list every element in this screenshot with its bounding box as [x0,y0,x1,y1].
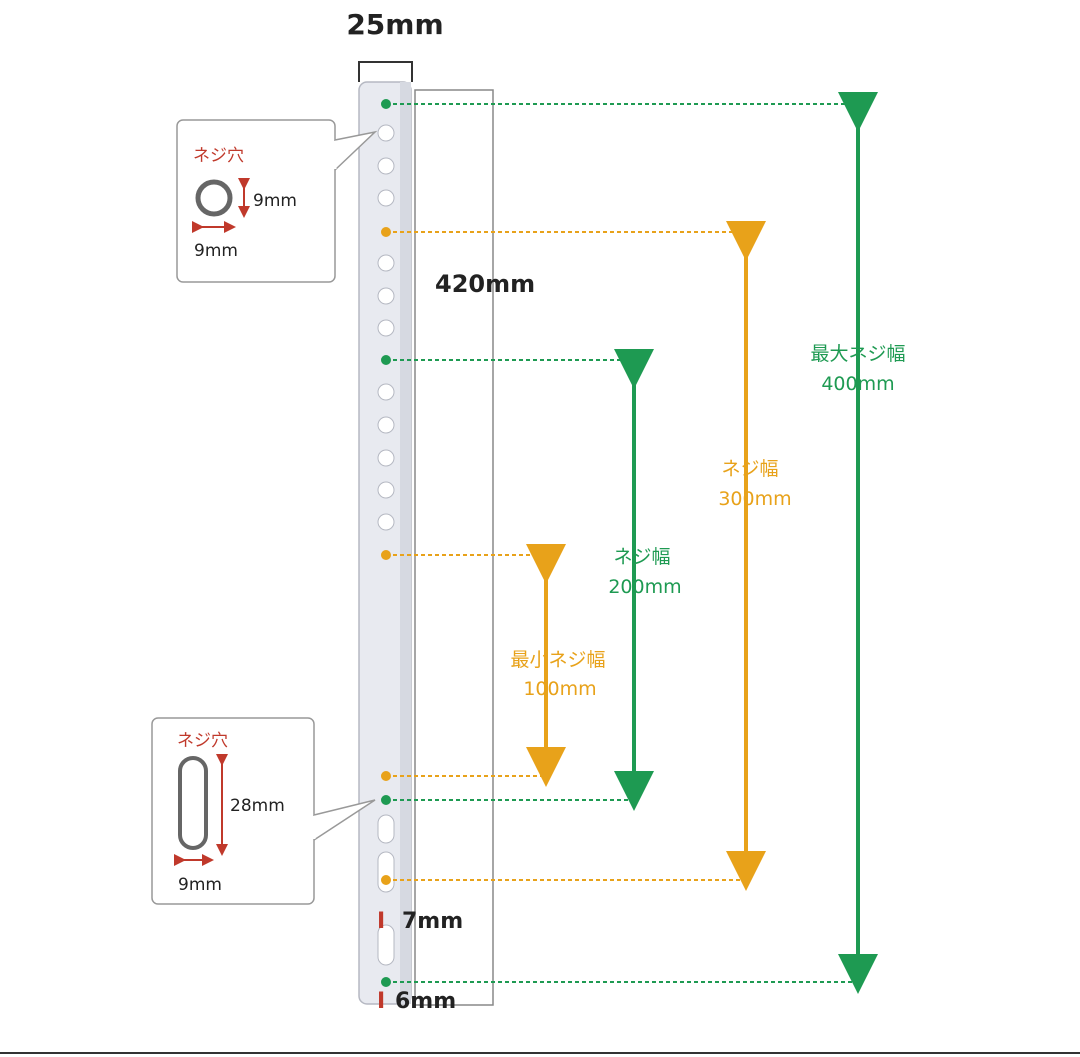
bracket-bar [358,81,412,1005]
slot-holes [377,814,395,966]
svg-text:I: I [377,989,385,1014]
span-300-label: ネジ幅 300mm [718,458,791,510]
svg-text:最小ネジ幅: 最小ネジ幅 [510,649,605,671]
gap-7mm: I 7mm [377,909,463,934]
svg-text:I: I [377,909,385,934]
span-400-label: 最大ネジ幅 400mm [810,343,905,395]
width-indicator: 25mm [346,8,444,82]
span-100-label: 最小ネジ幅 100mm [510,649,605,700]
slot-hole-title: ネジ穴 [177,731,228,751]
svg-text:6mm: 6mm [395,989,456,1014]
svg-text:最大ネジ幅: 最大ネジ幅 [810,343,905,365]
slot-hole-callout: ネジ穴 28mm 9mm [151,717,376,905]
round-hole-title: ネジ穴 [193,146,244,166]
slot-hole-height: 28mm [230,796,285,816]
slot-hole-icon [178,756,208,850]
bracket-width-label: 25mm [346,8,443,41]
svg-text:ネジ幅: ネジ幅 [721,458,778,480]
bracket-length-label: 420mm [435,270,535,298]
svg-text:300mm: 300mm [718,488,791,510]
round-hole-callout: ネジ穴 9mm 9mm [176,119,378,283]
svg-text:200mm: 200mm [608,576,681,598]
gap-6mm: I 6mm [377,989,456,1014]
svg-text:ネジ幅: ネジ幅 [613,546,670,568]
round-hole-height: 9mm [253,191,297,211]
round-holes [377,124,395,531]
dimension-lines [381,92,878,994]
svg-text:7mm: 7mm [402,909,463,934]
slot-hole-width: 9mm [178,875,222,895]
round-hole-width: 9mm [194,241,238,261]
svg-text:400mm: 400mm [821,373,894,395]
svg-text:100mm: 100mm [523,678,596,700]
span-200-label: ネジ幅 200mm [608,546,681,598]
round-hole-icon [195,179,233,217]
bottom-divider [0,1052,1080,1054]
length-outline [414,89,494,1006]
